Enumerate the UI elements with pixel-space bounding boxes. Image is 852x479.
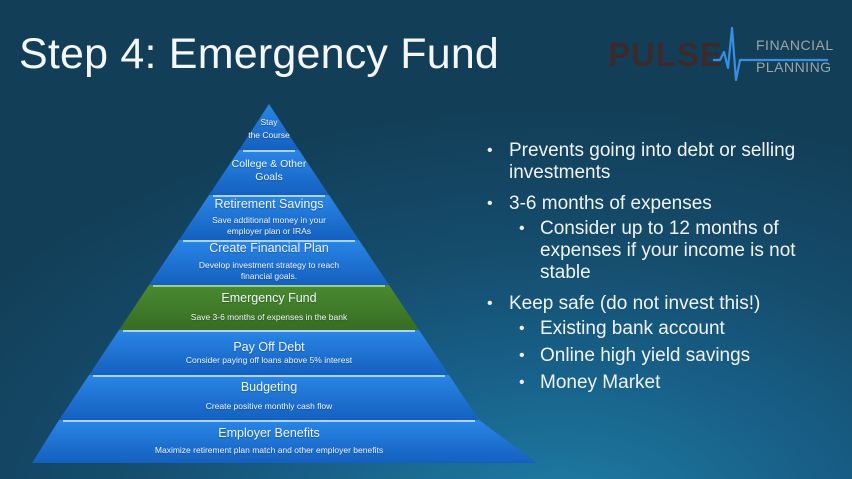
tier-employer-benefits: Employer Benefits Maximize retirement pl… bbox=[154, 426, 384, 455]
tier-retirement-savings: Retirement Savings Save additional money… bbox=[212, 197, 326, 236]
pyramid-shape bbox=[32, 104, 537, 463]
logo-line1: FINANCIAL bbox=[756, 37, 834, 53]
logo-line2: PLANNING bbox=[756, 59, 832, 75]
sub-bullet-item: Existing bank account bbox=[487, 318, 837, 340]
sub-bullet-item: Money Market bbox=[487, 372, 837, 394]
bullet-list: Prevents going into debt or selling inve… bbox=[487, 140, 837, 399]
pulse-financial-logo: PULSE FINANCIAL PLANNING bbox=[608, 22, 838, 82]
heartbeat-pulse-line-icon bbox=[713, 26, 828, 82]
financial-pyramid: Stay the Course College & Other Goals Re… bbox=[32, 104, 537, 463]
sub-bullet-item: Online high yield savings bbox=[487, 345, 837, 367]
bullet-item: Prevents going into debt or selling inve… bbox=[487, 140, 837, 184]
tier-create-financial-plan: Create Financial Plan Develop investment… bbox=[198, 241, 340, 281]
sub-bullet-item: Consider up to 12 months of expenses if … bbox=[487, 218, 837, 284]
logo-wordmark: PULSE bbox=[608, 36, 724, 73]
bullet-item: 3-6 months of expenses bbox=[487, 193, 837, 215]
tier-budgeting: Budgeting Create positive monthly cash f… bbox=[205, 380, 333, 411]
bullet-item: Keep safe (do not invest this!) bbox=[487, 293, 837, 315]
tier-college-goals: College & Other Goals bbox=[231, 158, 307, 183]
slide-title: Step 4: Emergency Fund bbox=[19, 30, 500, 78]
tier-emergency-fund: Emergency Fund Save 3-6 months of expens… bbox=[190, 291, 348, 322]
tier-pay-off-debt: Pay Off Debt Consider paying off loans a… bbox=[185, 340, 353, 365]
tier-stay-the-course: Stay the Course bbox=[248, 117, 290, 140]
